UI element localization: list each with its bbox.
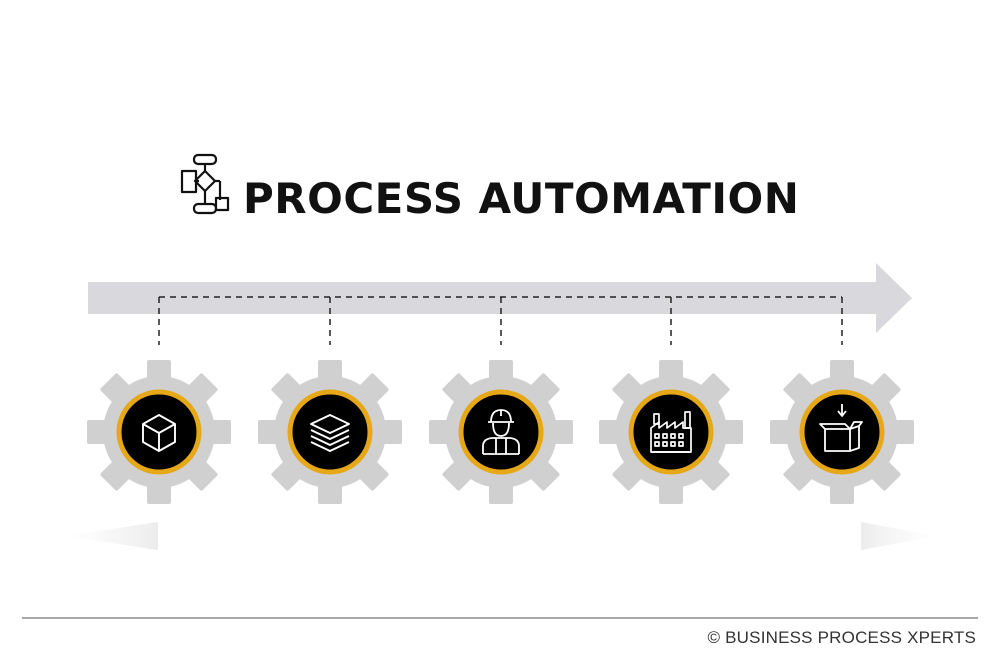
- reflection-right-arrow: [861, 522, 935, 550]
- page-title: PROCESS AUTOMATION: [243, 174, 799, 223]
- dashed-connectors: [158, 296, 843, 345]
- step-gear-2: [258, 360, 402, 504]
- title-flowchart-icon: [180, 153, 230, 215]
- step-gear-1: [87, 360, 231, 504]
- box-icon: [819, 404, 863, 452]
- factory-icon: [650, 411, 692, 453]
- step-gear-5: [770, 360, 914, 504]
- step-gear-3: [429, 360, 573, 504]
- worker-icon: [482, 409, 520, 455]
- reflection-left-arrow: [65, 522, 158, 550]
- copyright-text: © BUSINESS PROCESS XPERTS: [707, 628, 976, 647]
- timeline-arrow: [88, 263, 912, 333]
- cube-icon: [142, 414, 176, 452]
- layers-icon: [310, 414, 350, 452]
- step-gear-4: [599, 360, 743, 504]
